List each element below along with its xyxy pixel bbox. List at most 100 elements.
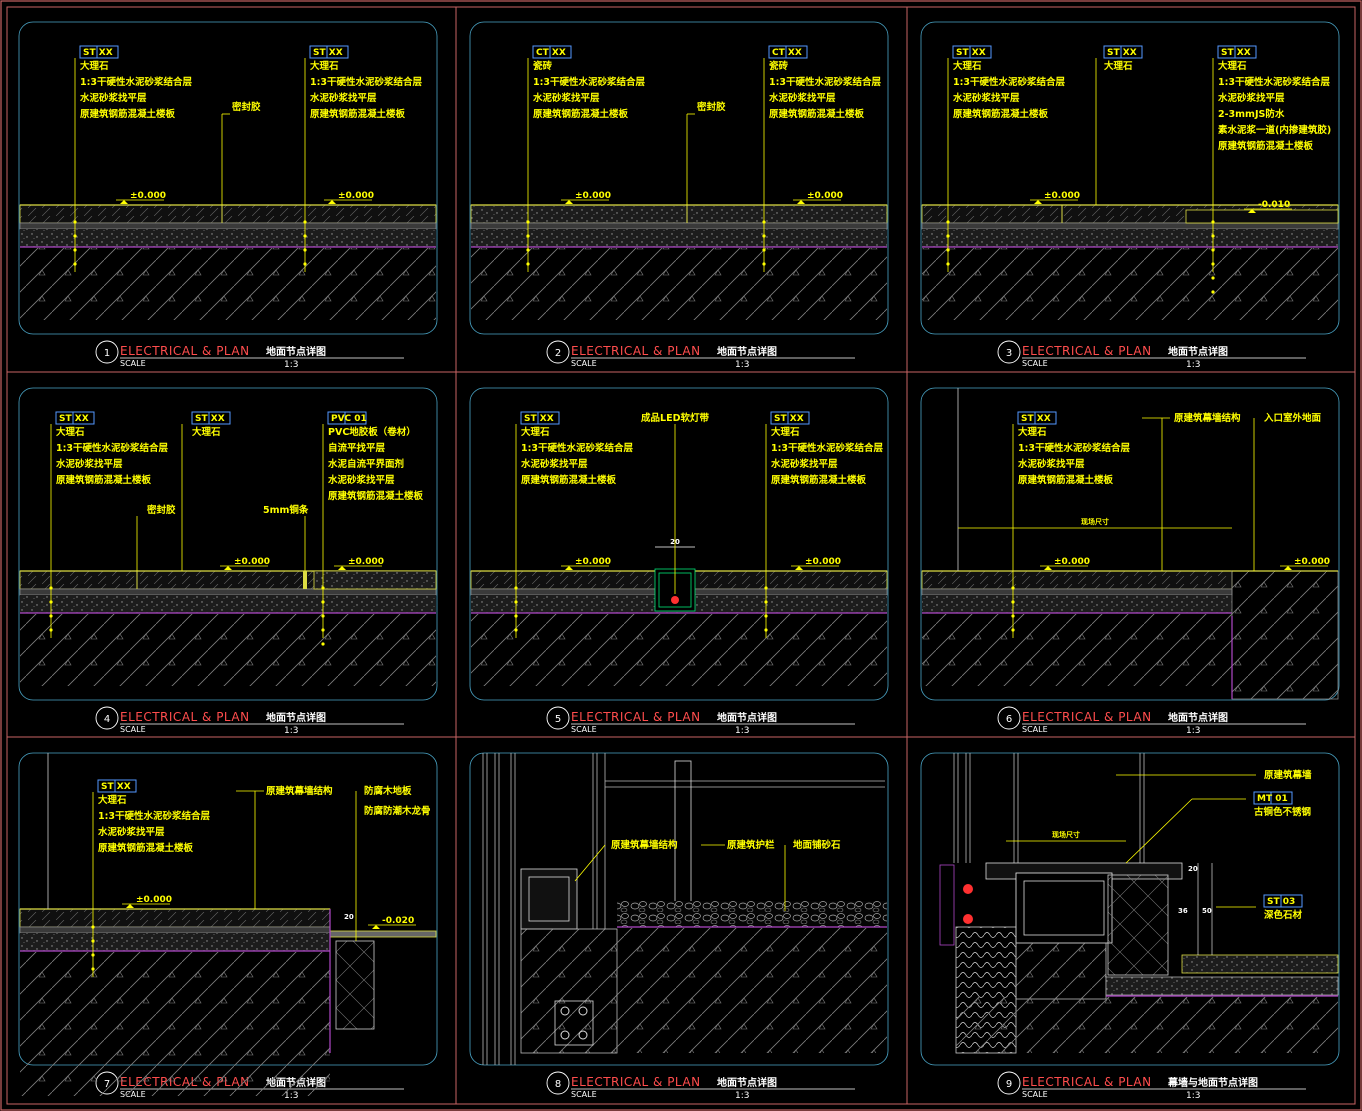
- panel-3-text-tag-a: ST XX: [956, 48, 986, 58]
- screed-layer: [20, 595, 436, 613]
- panel-9-text-d3: 50: [1202, 907, 1212, 915]
- panel-6-subtitle: 地面节点详图: [1168, 711, 1228, 724]
- curtain-wall-inner: [528, 876, 570, 922]
- panel-4-text-b2: 自流平找平层: [328, 442, 386, 454]
- panel-4-text-n1: 密封胶: [146, 504, 176, 516]
- finish-layer: [19, 908, 331, 928]
- panel-3-text-b3: 水泥砂浆找平层: [1218, 92, 1285, 104]
- steel-frame: [1015, 872, 1113, 944]
- bolt: [560, 1030, 570, 1040]
- panel-5-text-b3: 水泥砂浆找平层: [771, 458, 838, 470]
- concrete-slab: [922, 248, 1338, 320]
- seal-red: [963, 914, 973, 924]
- panel-2-viewport: [469, 21, 889, 335]
- panel-9-text-tag-b: ST 03: [1267, 897, 1295, 907]
- panel-1-subtitle: 地面节点详图: [266, 345, 326, 358]
- panel-1-text-b4: 原建筑钢筋混凝土楼板: [310, 108, 406, 120]
- panel-9-text-n1: 原建筑幕墙: [1264, 769, 1312, 781]
- panel-7-tag-box: [97, 779, 137, 793]
- panel-3-text-b5: 素水泥浆一道(内掺建筑胶): [1217, 124, 1331, 136]
- panel-2-text-b1: 瓷砖: [769, 60, 789, 72]
- panel-6-text-a4: 原建筑钢筋混凝土楼板: [1018, 474, 1114, 486]
- panel-4-text-lvl2: ±0.000: [348, 557, 384, 567]
- panel-1-text-lvl2: ±0.000: [338, 191, 374, 201]
- panel-5-level-marker: [565, 566, 573, 570]
- screed-layer: [922, 229, 1338, 247]
- copper-strip: [303, 571, 307, 589]
- concrete-slab: [20, 248, 436, 320]
- deck-boards: [329, 930, 437, 938]
- panel-6-text-out: 入口室外地面: [1263, 412, 1322, 424]
- panel-4-tag-box: [55, 411, 95, 425]
- panel-7-text-a4: 原建筑钢筋混凝土楼板: [98, 842, 194, 854]
- mortar-layer: [921, 222, 1339, 230]
- panel-2-text-tag-b: CT XX: [772, 48, 802, 58]
- panel-1-level-marker: [120, 200, 128, 204]
- panel-7-text-tag-a: ST XX: [101, 782, 131, 792]
- panel-7-text-lvl1: ±0.000: [136, 895, 172, 905]
- panel-3-text-lvl2: -0.010: [1258, 200, 1290, 210]
- panel-3-text-b2: 1:3干硬性水泥砂浆结合层: [1218, 76, 1331, 88]
- wall-base: [520, 928, 618, 1054]
- panel-4-text-n2: 5mm铜条: [263, 504, 309, 516]
- panel-8-subtitle: 地面节点详图: [717, 1076, 777, 1089]
- panel-8-viewport: [469, 752, 889, 1066]
- finish-layer: [921, 570, 1233, 590]
- panel-1-text-tag-a: ST XX: [83, 48, 113, 58]
- panel-5-text-b2: 1:3干硬性水泥砂浆结合层: [771, 442, 884, 454]
- panel-4-text-b4: 水泥砂浆找平层: [328, 474, 395, 486]
- panel-3-number: 3: [1006, 348, 1012, 359]
- panel-4-text-a4: 原建筑钢筋混凝土楼板: [56, 474, 152, 486]
- panel-3-level-marker: [1034, 200, 1042, 204]
- panel-3-scale-label: SCALE: [1022, 359, 1048, 368]
- panel-2-text-b4: 原建筑钢筋混凝土楼板: [769, 108, 865, 120]
- panel-5-tag-box: [520, 411, 560, 425]
- panel-5-text-a4: 原建筑钢筋混凝土楼板: [521, 474, 617, 486]
- panel-3-text-a4: 原建筑钢筋混凝土楼板: [953, 108, 1049, 120]
- panel-4-number: 4: [104, 714, 110, 725]
- panel-3-viewport: [920, 21, 1340, 335]
- panel-2-text-a4: 原建筑钢筋混凝土楼板: [533, 108, 629, 120]
- panel-3-text-a3: 水泥砂浆找平层: [953, 92, 1020, 104]
- panel-7-text-a3: 水泥砂浆找平层: [98, 826, 165, 838]
- screed-layer: [471, 229, 887, 247]
- panel-5-text-tag-a: ST XX: [524, 414, 554, 424]
- panel-2-scale-label: SCALE: [571, 359, 597, 368]
- panel-3-number-circle: [997, 340, 1021, 364]
- panel-5-scale-label: SCALE: [571, 725, 597, 734]
- panel-4-text-a1: 大理石: [56, 426, 85, 438]
- concrete-slab: [471, 614, 887, 686]
- panel-6-level-marker: [1284, 566, 1292, 570]
- panel-7-text-dim: 20: [344, 913, 354, 921]
- panel-6-text-lvl2: ±0.000: [1294, 557, 1330, 567]
- panel-7-level-marker: [126, 904, 134, 908]
- panel-3-text-a1: 大理石: [953, 60, 982, 72]
- panel-4-text-b5: 原建筑钢筋混凝土楼板: [328, 490, 424, 502]
- panel-5-subtitle: 地面节点详图: [717, 711, 777, 724]
- bolt: [578, 1006, 588, 1016]
- panel-9-text-d1: 20: [1188, 865, 1198, 873]
- panel-4-scale-label: SCALE: [120, 725, 146, 734]
- panel-6-text-dim: 现场尺寸: [1081, 517, 1109, 526]
- panel-2-text-a1: 瓷砖: [533, 60, 553, 72]
- panel-5-scale: 1:3: [735, 726, 749, 736]
- steel-frame-inner: [1023, 880, 1105, 936]
- screed-layer: [20, 229, 436, 247]
- panel-9-number: 9: [1006, 1079, 1012, 1090]
- panel-3-text-tag-m: ST XX: [1107, 48, 1137, 58]
- panel-1-scale: 1:3: [284, 360, 298, 370]
- panel-4-text-lvl1: ±0.000: [234, 557, 270, 567]
- panel-5-text-lvl2: ±0.000: [805, 557, 841, 567]
- panel-5-text-b4: 原建筑钢筋混凝土楼板: [771, 474, 867, 486]
- panel-8-text-n2: 原建筑护栏: [727, 839, 775, 851]
- panel-7-text-w2: 防腐防潮木龙骨: [364, 805, 431, 817]
- screed: [1105, 976, 1339, 996]
- panel-3-text-m1: 大理石: [1104, 60, 1133, 72]
- panel-3-text-a2: 1:3干硬性水泥砂浆结合层: [953, 76, 1066, 88]
- panel-1-text-b1: 大理石: [310, 60, 339, 72]
- panel-1-text-lvl1: ±0.000: [130, 191, 166, 201]
- panel-3-tag-box: [1103, 45, 1143, 59]
- panel-8-text-n1: 原建筑幕墙结构: [611, 839, 678, 851]
